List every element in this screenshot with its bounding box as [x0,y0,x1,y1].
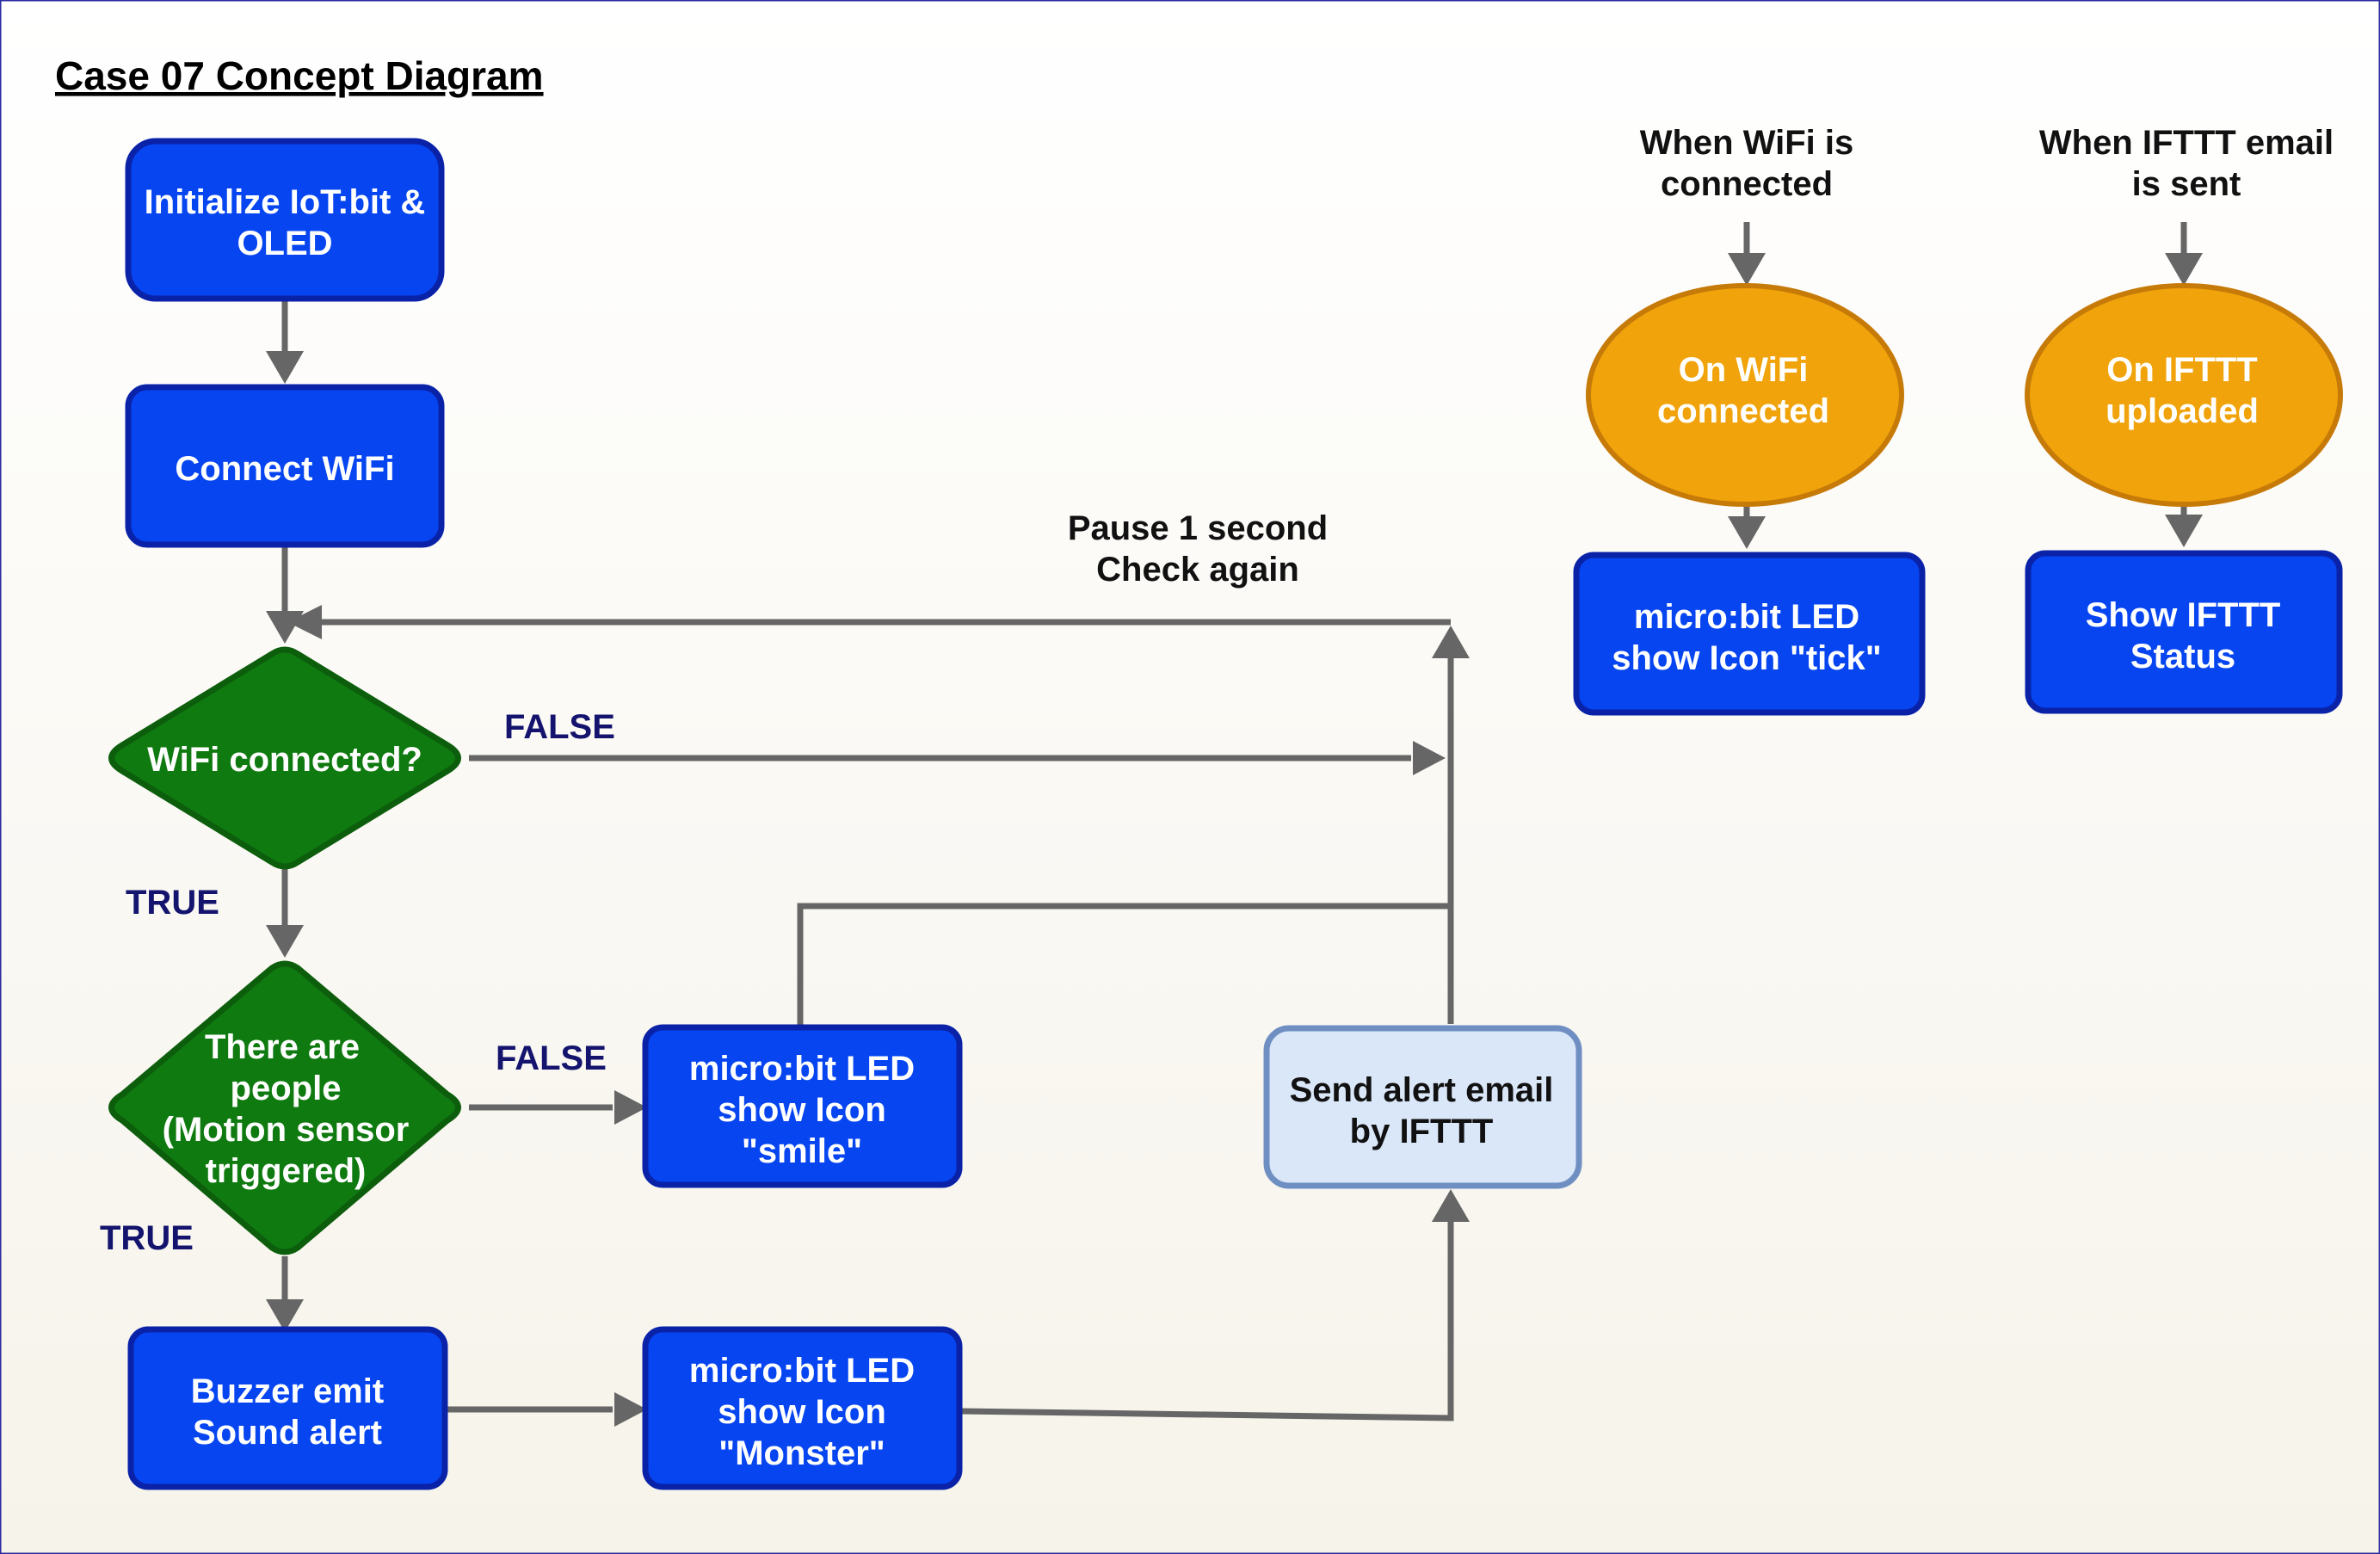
node-on-ifttt-uploaded: On IFTTT uploaded [2025,283,2343,507]
node-label: "smile" [742,1132,862,1170]
node-label: WiFi connected? [147,741,422,779]
when-wifi-label: When WiFi is [1640,124,1854,162]
node-label: Connect WiFi [175,450,394,488]
arrowhead [1728,516,1766,549]
pause-label: Check again [1096,551,1299,589]
arrowhead [1413,741,1446,775]
arrowhead [266,1299,304,1332]
node-label: micro:bit LED [1634,598,1859,636]
branch-false-label: FALSE [496,1039,607,1077]
node-label: There are [205,1028,360,1066]
node-send-alert-email: Send alert email by IFTTT [1263,1025,1582,1189]
node-label: Sound alert [193,1414,382,1452]
node-label: Send alert email [1290,1071,1554,1109]
node-label: show Icon [718,1393,886,1431]
node-connect-wifi: Connect WiFi [125,384,445,548]
arrowhead [1728,253,1766,286]
process-box [642,1326,963,1490]
node-label: "Monster" [718,1434,885,1472]
process-box [1573,552,1926,716]
process-box [642,1024,963,1188]
node-label: people [231,1070,342,1107]
node-label: Show IFTTT [2086,596,2281,634]
node-label: Buzzer emit [191,1372,385,1410]
branch-true-label: TRUE [126,884,219,922]
diagram-title: Case 07 Concept Diagram [55,53,544,98]
node-label: show Icon [718,1091,886,1129]
node-label: micro:bit LED [689,1050,915,1088]
arrowhead [614,1392,647,1427]
node-buzzer: Buzzer emit Sound alert [127,1326,448,1490]
process-box [125,138,445,302]
edge-smile-to-loop [797,903,1451,1026]
arrowhead [1432,1189,1470,1222]
arrowhead [2165,253,2203,286]
arrowhead [1432,626,1470,658]
node-label: Status [2130,638,2235,675]
node-label: OLED [237,225,332,262]
node-show-ifttt-status: Show IFTTT Status [2025,550,2343,714]
arrowhead [2165,515,2203,547]
node-label: show Icon "tick" [1612,639,1882,677]
node-wifi-connected-decision: WiFi connected? [108,646,461,870]
node-on-wifi-connected: On WiFi connected [1586,283,1904,507]
branch-false-label: FALSE [504,708,615,746]
node-people-decision: There are people (Motion sensor triggere… [108,960,461,1255]
process-box [2025,550,2343,714]
node-label: On WiFi [1679,351,1809,389]
node-label: uploaded [2106,392,2259,430]
branch-true-label: TRUE [100,1219,194,1257]
edge-monster-to-email [960,1218,1454,1421]
when-wifi-label: connected [1661,165,1833,203]
event-ellipse [2025,283,2343,507]
arrowhead [266,351,304,384]
node-label: On IFTTT [2106,351,2258,389]
process-box [125,384,445,548]
decision-diamond [108,646,461,870]
node-led-smile: micro:bit LED show Icon "smile" [642,1024,963,1188]
process-box [1263,1025,1582,1189]
node-led-tick: micro:bit LED show Icon "tick" [1573,552,1926,716]
node-led-monster: micro:bit LED show Icon "Monster" [642,1326,963,1490]
arrowhead [614,1090,647,1125]
node-label: micro:bit LED [689,1352,915,1390]
arrowhead [287,605,322,639]
when-ifttt-label: When IFTTT email [2039,124,2334,162]
process-box [127,1326,448,1490]
pause-label: Pause 1 second [1068,509,1328,547]
node-label: by IFTTT [1350,1113,1494,1150]
when-ifttt-label: is sent [2132,165,2241,203]
node-label: Initialize IoT:bit & [145,183,426,221]
event-ellipse [1586,283,1904,507]
node-label: (Motion sensor [163,1111,410,1149]
decision-diamond [108,960,461,1255]
node-label: triggered) [206,1152,367,1190]
node-label: connected [1657,392,1829,430]
node-initialize: Initialize IoT:bit & OLED [125,138,445,302]
connectors [266,222,2203,1427]
arrowhead [266,925,304,958]
